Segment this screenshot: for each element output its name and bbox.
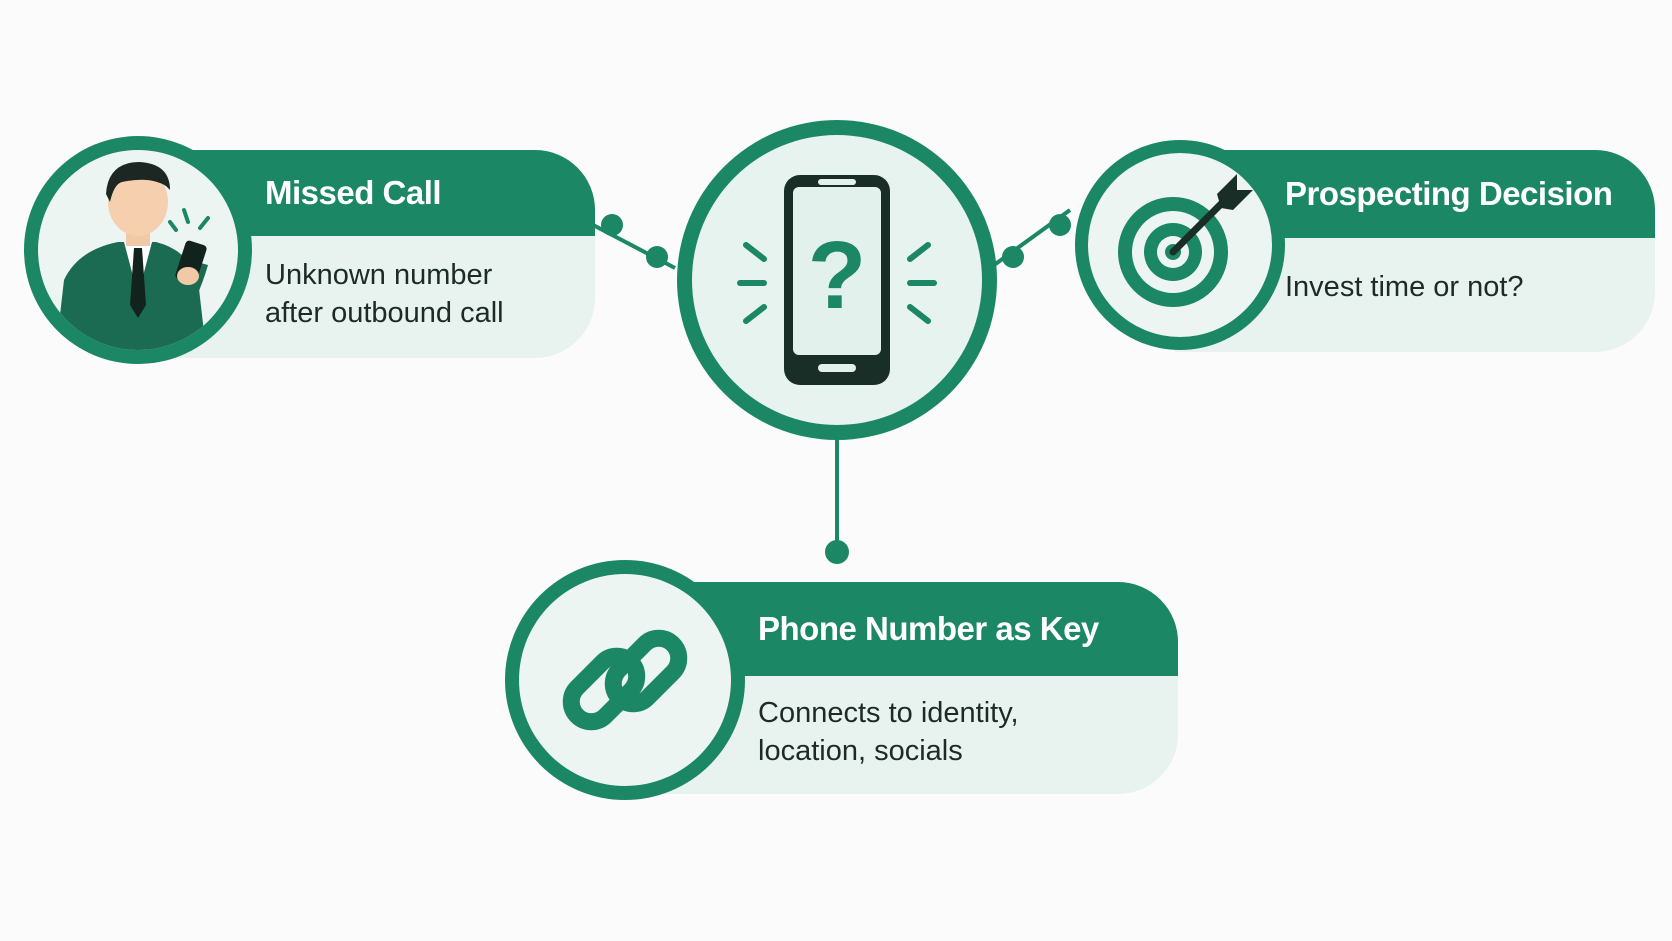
- card-description-line: Connects to identity,: [758, 697, 1019, 729]
- target-arrow-icon: [1118, 174, 1253, 307]
- card-description-line: after outbound call: [265, 297, 504, 329]
- chain-link-icon: [562, 629, 688, 731]
- phone-question-icon: ?: [737, 175, 937, 385]
- card-description: Unknown number after outbound call: [150, 236, 595, 332]
- central-hub: ?: [677, 120, 997, 440]
- hub-inner: ?: [692, 135, 982, 425]
- disc-prospecting-decision: [1075, 140, 1285, 350]
- card-description-line: Unknown number: [265, 259, 493, 291]
- disc-phone-number-key: [505, 560, 745, 800]
- card-description-line: Invest time or not?: [1285, 271, 1524, 303]
- connector-dot: [825, 540, 849, 564]
- connector-dot: [601, 214, 623, 236]
- svg-text:?: ?: [808, 222, 867, 329]
- connector-dot: [1049, 214, 1071, 236]
- man-checking-phone-icon: [56, 162, 210, 350]
- card-description: Invest time or not?: [1175, 238, 1655, 306]
- connector-dot: [646, 246, 668, 268]
- card-description-line: location, socials: [758, 735, 963, 767]
- card-description: Connects to identity, location, socials: [630, 676, 1178, 770]
- connector-dot: [1002, 246, 1024, 268]
- disc-missed-call: [24, 136, 252, 364]
